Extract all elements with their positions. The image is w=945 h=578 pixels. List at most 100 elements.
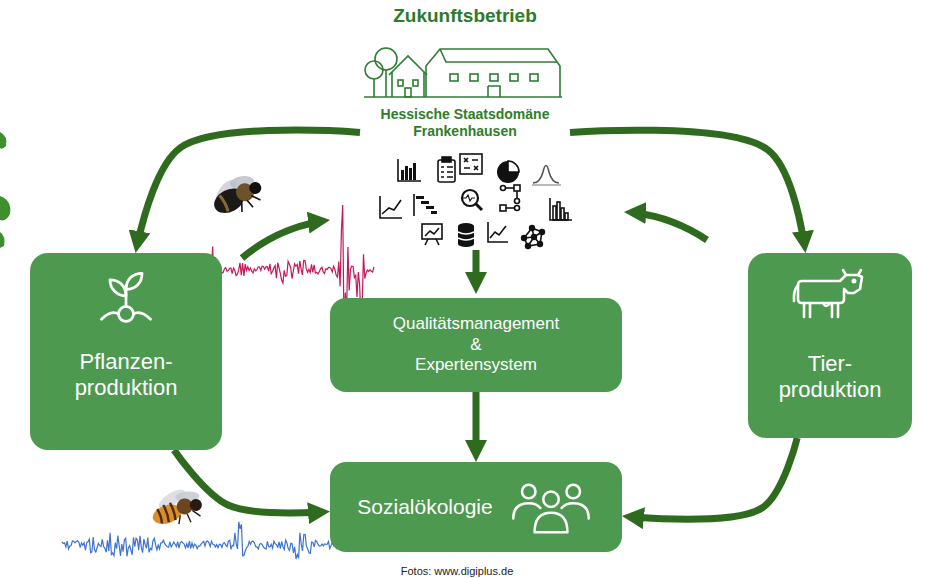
flow-arrow bbox=[473, 392, 480, 462]
farm-logo-drawing bbox=[405, 88, 411, 97]
flow-arrow bbox=[624, 212, 707, 240]
analysis-icon-cluster bbox=[525, 243, 531, 249]
node-label: Qualitätsmanagement & Expertensystem bbox=[388, 314, 564, 375]
analysis-icon-cluster bbox=[531, 234, 537, 240]
analysis-icon-cluster bbox=[462, 190, 478, 206]
flow-arrow bbox=[570, 130, 805, 253]
analysis-icon-cluster bbox=[506, 187, 514, 189]
analysis-icon-cluster bbox=[380, 154, 572, 249]
analysis-icon-cluster bbox=[460, 154, 482, 174]
analysis-icon-cluster bbox=[516, 191, 518, 198]
people-icon bbox=[543, 492, 558, 507]
analysis-icon-cluster bbox=[500, 205, 506, 211]
farm-logo-drawing bbox=[426, 49, 560, 97]
honeybee-photo bbox=[146, 481, 208, 533]
flow-arrow bbox=[174, 450, 330, 513]
cow-icon bbox=[804, 303, 838, 317]
analysis-icon-cluster bbox=[553, 206, 556, 220]
process-box: Tier- produktion bbox=[748, 253, 912, 438]
leaf-fragment bbox=[0, 232, 5, 248]
people-icon bbox=[522, 485, 536, 499]
process-box: Qualitätsmanagement & Expertensystem bbox=[330, 298, 622, 392]
farm-logo-drawing bbox=[450, 74, 458, 81]
analysis-icon-cluster bbox=[416, 196, 437, 214]
node-label: Pflanzen- produktion bbox=[51, 349, 201, 402]
analysis-icon-cluster bbox=[382, 200, 401, 214]
node-label: Sozialökologie bbox=[357, 494, 492, 519]
farm-logo-drawing bbox=[440, 49, 557, 62]
plant-icon bbox=[119, 306, 134, 321]
farm-logo-drawing bbox=[413, 80, 418, 86]
leaf-fragment bbox=[0, 196, 10, 220]
node-label: Tier- produktion bbox=[765, 351, 895, 404]
flow-arrow bbox=[473, 250, 480, 294]
analysis-icon-cluster bbox=[561, 208, 564, 220]
analysis-icon-cluster bbox=[533, 166, 559, 184]
analysis-icon-cluster bbox=[441, 167, 453, 177]
bumblebee-photo bbox=[237, 193, 262, 213]
bumblebee-photo bbox=[205, 165, 268, 223]
analysis-icon-cluster bbox=[413, 163, 416, 180]
analysis-icon-cluster bbox=[497, 161, 519, 183]
analysis-icon-cluster bbox=[438, 160, 455, 182]
farm-logo-drawing bbox=[490, 74, 498, 81]
farm-logo-drawing bbox=[389, 56, 427, 75]
flow-arrow bbox=[622, 438, 797, 519]
process-box: Sozialökologie bbox=[330, 462, 622, 552]
analysis-icon-cluster bbox=[515, 199, 520, 204]
farm-logo-drawing bbox=[364, 96, 562, 98]
people-icon bbox=[534, 513, 567, 532]
plant-icon bbox=[101, 313, 150, 320]
analysis-icon-cluster bbox=[490, 226, 506, 238]
cow-icon bbox=[798, 275, 862, 303]
farm-logo-drawing bbox=[374, 70, 386, 97]
flow-arrow bbox=[136, 130, 360, 253]
people-icon bbox=[513, 503, 588, 518]
people-icon bbox=[513, 485, 588, 532]
analysis-icon-cluster bbox=[401, 163, 416, 180]
farm-logo-drawing bbox=[530, 74, 538, 81]
analysis-icon-cluster bbox=[565, 213, 568, 220]
plant-icon bbox=[101, 273, 150, 321]
honeybee-photo bbox=[188, 497, 203, 512]
analysis-icon-cluster bbox=[464, 158, 478, 170]
cow-icon bbox=[790, 267, 870, 321]
analysis-icon-cluster bbox=[488, 222, 508, 242]
cow-icon bbox=[794, 270, 861, 306]
leaf-fragment bbox=[0, 132, 6, 149]
analysis-icon-cluster bbox=[413, 194, 415, 216]
analysis-icon-cluster bbox=[405, 166, 408, 180]
analysis-icon-cluster bbox=[515, 206, 520, 211]
plant-icon bbox=[126, 273, 142, 289]
analysis-icon-cluster bbox=[501, 186, 506, 191]
farm-logo-drawing bbox=[364, 48, 562, 97]
cow-icon bbox=[794, 270, 862, 317]
analysis-icon-cluster bbox=[529, 225, 535, 231]
analysis-icon-cluster bbox=[431, 211, 437, 214]
analysis-icon-cluster bbox=[398, 159, 421, 181]
analysis-icon-cluster bbox=[463, 195, 475, 201]
analysis-icon-cluster bbox=[508, 161, 519, 172]
plant-icon bbox=[94, 267, 158, 331]
analysis-icon-cluster bbox=[514, 185, 520, 191]
analysis-icon-cluster bbox=[506, 207, 514, 209]
analysis-icon-cluster bbox=[550, 198, 572, 220]
bumblebee-photo bbox=[247, 180, 263, 196]
farm-logo-drawing bbox=[375, 48, 397, 70]
analysis-icon-cluster bbox=[537, 241, 543, 247]
analysis-icon-cluster bbox=[539, 229, 545, 235]
analysis-icon-cluster bbox=[521, 235, 527, 241]
analysis-icon-cluster bbox=[458, 223, 474, 247]
analysis-icon-cluster bbox=[532, 185, 561, 186]
node-label: Hessische Staatsdomäne Frankenhausen bbox=[376, 106, 554, 140]
flow-arrow bbox=[242, 220, 330, 258]
analysis-icon-cluster bbox=[442, 157, 451, 162]
title-holder: Zukunftsbetrieb bbox=[0, 5, 930, 27]
analysis-icon-cluster bbox=[458, 241, 474, 247]
farm-logo-drawing bbox=[470, 74, 478, 81]
analysis-icon-cluster bbox=[416, 196, 424, 199]
diagram-title: Zukunftsbetrieb bbox=[393, 5, 537, 26]
bumblebee-photo bbox=[220, 195, 229, 211]
plant-icon bbox=[110, 280, 126, 296]
